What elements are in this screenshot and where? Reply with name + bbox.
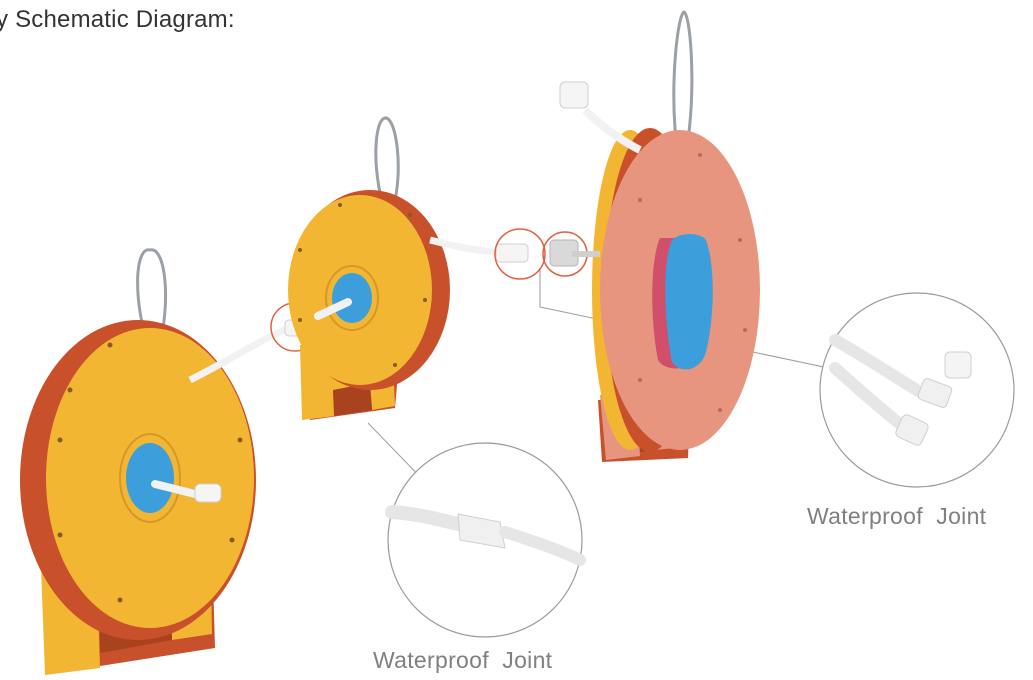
hub-crank (665, 234, 713, 369)
hub-blue (126, 443, 174, 513)
cap-nut (945, 352, 971, 378)
callout-joint-right (820, 293, 1014, 487)
top-connector (560, 82, 588, 108)
callout-joint-bottom (388, 443, 582, 637)
top-cable (585, 110, 640, 150)
hanging-loop (674, 12, 692, 140)
reel-left (20, 250, 256, 675)
caption-waterproof-joint-bottom: Waterproof Joint (373, 647, 552, 674)
reel-middle (288, 118, 495, 420)
hub-blue (332, 273, 372, 323)
hub-connector (195, 484, 221, 502)
joint-connector-male (496, 244, 528, 262)
reel-right (560, 12, 760, 462)
caption-waterproof-joint-right: Waterproof Joint (807, 503, 986, 530)
